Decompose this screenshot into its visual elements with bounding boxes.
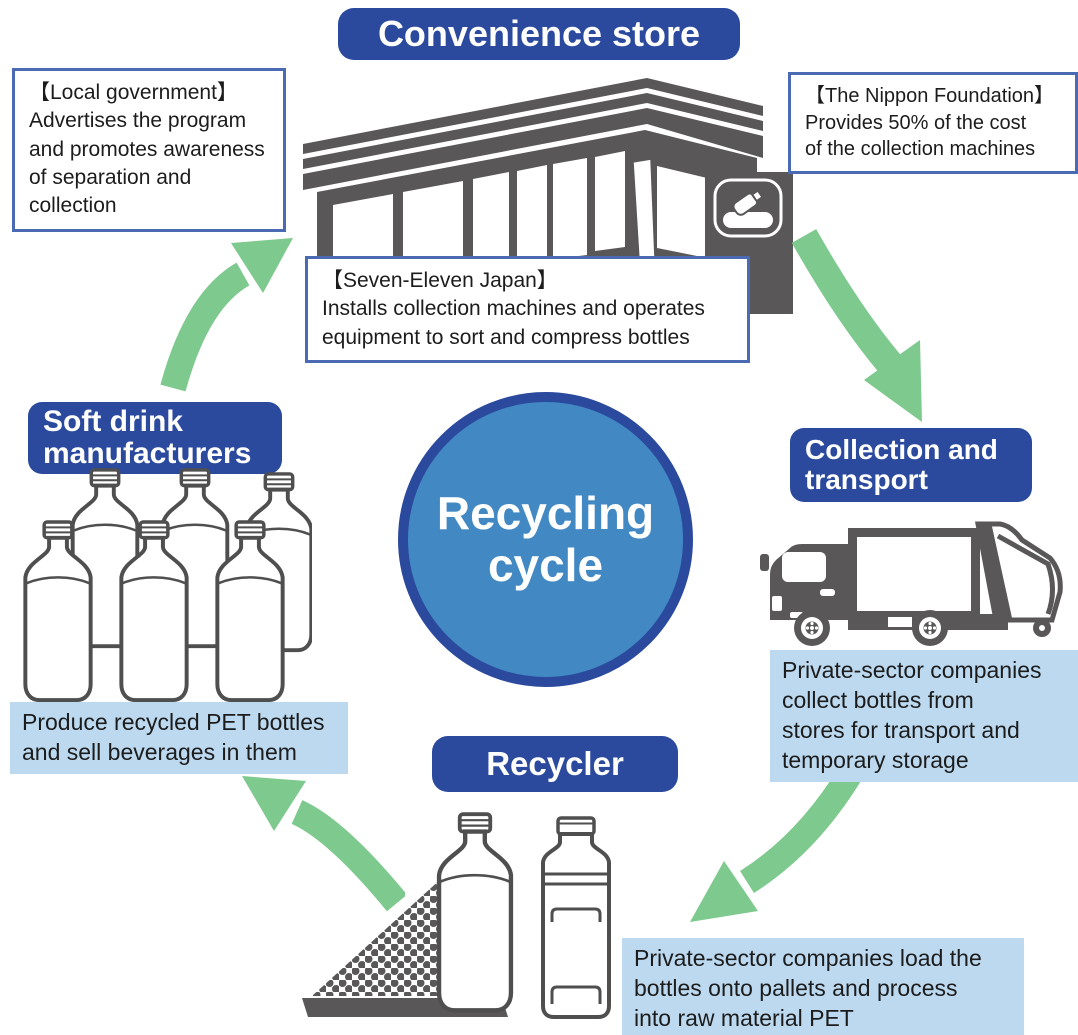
nippon-foundation-callout: 【The Nippon Foundation】 Provides 50% of … xyxy=(788,72,1078,174)
stage-label-text: manufacturers xyxy=(43,437,252,470)
callout-body: Advertises the program and promotes awar… xyxy=(29,109,265,218)
stage-label-recycler: Recycler xyxy=(432,736,678,792)
recycler-illustration xyxy=(302,800,611,1019)
square-pet-bottle xyxy=(541,816,611,1019)
stage-label-text: Soft drink xyxy=(43,404,183,438)
convenience-store-illustration xyxy=(303,78,793,314)
arrow-manufacturers-to-store xyxy=(160,238,293,392)
pet-bottles-illustration xyxy=(12,468,312,708)
stage-label-convenience-store: Convenience store xyxy=(338,8,740,60)
recycler-note: Private-sector companies load the bottle… xyxy=(622,938,1024,1035)
callout-body: Installs collection machines and operate… xyxy=(322,297,705,349)
seven-eleven-callout: 【Seven-Eleven Japan】 Installs collection… xyxy=(305,256,750,364)
callout-body: Provides 50% of the cost of the collecti… xyxy=(805,111,1036,161)
arrow-collection-to-recycler xyxy=(690,767,862,922)
truck-wheels xyxy=(794,610,948,646)
collection-note: Private-sector companies collect bottles… xyxy=(770,650,1078,782)
stage-label-text: Recycler xyxy=(486,745,624,783)
collection-truck-illustration xyxy=(760,521,1063,646)
recycling-cycle-hub: Recycling cycle xyxy=(398,392,693,687)
stage-label-collection-transport: Collection and transport xyxy=(790,428,1032,502)
callout-heading: 【Seven-Eleven Japan】 xyxy=(322,269,558,292)
manufacturers-note: Produce recycled PET bottles and sell be… xyxy=(10,702,348,774)
stage-label-text: Collection and xyxy=(805,434,998,466)
local-government-callout: 【Local government】 Advertises the progra… xyxy=(12,68,286,232)
callout-heading: 【The Nippon Foundation】 xyxy=(805,85,1055,107)
hub-label-line1: Recycling xyxy=(436,486,655,539)
stage-label-text: Convenience store xyxy=(377,12,701,54)
callout-heading: 【Local government】 xyxy=(29,81,238,104)
stage-label-text: transport xyxy=(805,464,928,495)
arrow-store-to-collection xyxy=(791,229,922,422)
hub-label-line2: cycle xyxy=(487,538,604,591)
stage-label-soft-drink-manufacturers: Soft drink manufacturers xyxy=(28,402,282,474)
bottle-deposit-icon xyxy=(713,178,783,238)
arrow-recycler-to-manufacturers xyxy=(242,776,405,912)
